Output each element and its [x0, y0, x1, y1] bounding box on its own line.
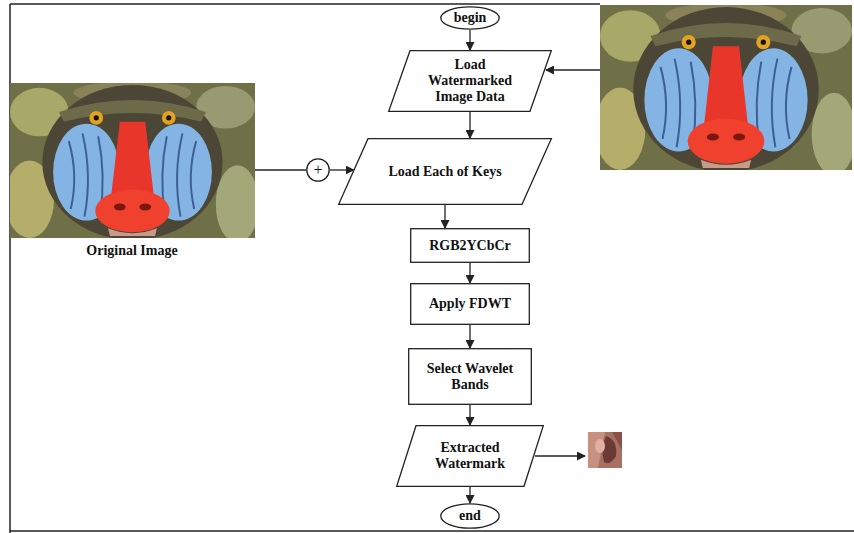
- node-text: begin: [454, 10, 487, 26]
- image-caption: Original Image: [86, 243, 177, 259]
- node-text: Extracted Watermark: [422, 440, 518, 472]
- io-parallelogram: Load Each of Keys: [338, 138, 552, 205]
- original-image: [5, 81, 259, 243]
- process-box: Apply FDWT: [410, 283, 530, 325]
- sum-circle: +: [306, 158, 330, 182]
- node-text: Select Wavelet Bands: [413, 361, 527, 393]
- node-text: +: [313, 162, 322, 178]
- watermarked-image: [595, 3, 854, 175]
- flow-arrow: [469, 263, 470, 283]
- output-arrow: [535, 455, 585, 456]
- frame-line: [10, 530, 854, 532]
- process-box: RGB2YCbCr: [410, 228, 530, 263]
- input-line: [255, 169, 306, 170]
- flow-arrow: [469, 112, 470, 138]
- node-text: Load Watermarked Image Data: [414, 57, 526, 105]
- io-parallelogram: Extracted Watermark: [396, 425, 544, 487]
- flow-arrow: [469, 405, 470, 425]
- process-box: Select Wavelet Bands: [408, 348, 532, 405]
- flow-arrow: [444, 205, 445, 228]
- flow-arrow: [469, 30, 470, 50]
- node-text: RGB2YCbCr: [429, 238, 511, 254]
- node-text: Load Each of Keys: [388, 164, 501, 180]
- flow-arrow: [330, 169, 354, 170]
- io-parallelogram: Load Watermarked Image Data: [388, 50, 552, 112]
- extracted-watermark-image: [588, 432, 622, 468]
- input-arrow: [546, 69, 600, 70]
- flow-arrow: [469, 487, 470, 503]
- terminal-oval: begin: [440, 6, 500, 30]
- terminal-oval: end: [440, 503, 500, 529]
- flow-arrow: [469, 325, 470, 348]
- frame-line: [10, 3, 600, 5]
- node-text: Apply FDWT: [429, 296, 511, 312]
- node-text: end: [459, 508, 481, 524]
